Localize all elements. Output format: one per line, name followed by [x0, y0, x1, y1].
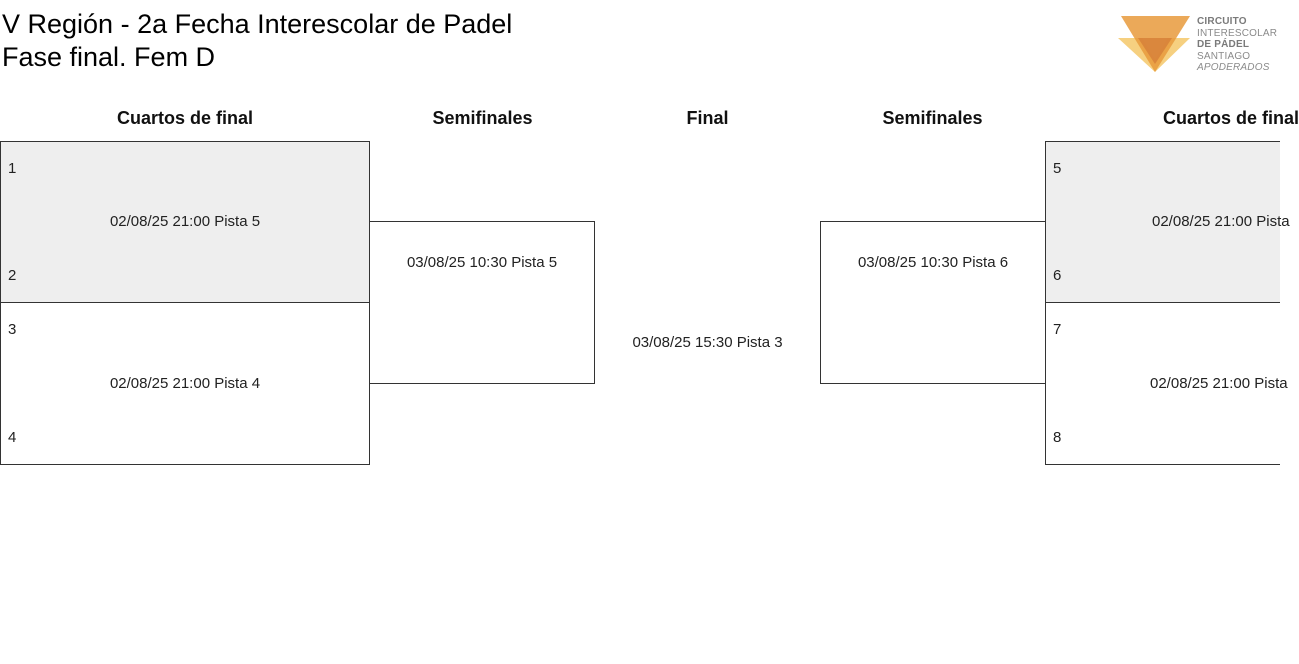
seed-bottom: 6: [1053, 267, 1062, 284]
logo-line-3: DE PÁDEL: [1197, 39, 1250, 50]
left-semifinal-match[interactable]: 03/08/25 10:30 Pista 5: [369, 221, 595, 384]
seed-bottom: 2: [8, 267, 17, 284]
round-title-left-semis: Semifinales: [432, 108, 533, 128]
logo-line-5: APODERADOS: [1197, 62, 1270, 73]
logo-line-2: INTERESCOLAR: [1197, 27, 1278, 39]
round-title-right-quarters: Cuartos de final: [1163, 108, 1299, 128]
match-schedule: 03/08/25 10:30 Pista 5: [406, 254, 558, 271]
circuit-logo: CIRCUITO INTERESCOLAR DE PÁDEL SANTIAGO …: [1118, 14, 1280, 76]
title-line-2: Fase final. Fem D: [2, 42, 216, 72]
seed-top: 7: [1053, 321, 1062, 338]
left-quarterfinal-match-1[interactable]: 1 02/08/25 21:00 Pista 5 2: [0, 141, 370, 303]
seed-bottom: 4: [8, 429, 17, 446]
title-line-1: V Región - 2a Fecha Interescolar de Pade…: [2, 9, 513, 39]
right-semifinal-match[interactable]: 03/08/25 10:30 Pista 6: [820, 221, 1046, 384]
seed-bottom: 8: [1053, 429, 1062, 446]
final-match-schedule[interactable]: 03/08/25 15:30 Pista 3: [632, 334, 783, 351]
seed-top: 5: [1053, 160, 1062, 177]
match-schedule: 02/08/25 21:00 Pista 5: [109, 213, 261, 230]
fox-logo-icon: [1118, 16, 1190, 72]
left-quarterfinal-match-2[interactable]: 3 02/08/25 21:00 Pista 4 4: [0, 302, 370, 465]
match-schedule: 02/08/25 21:00 Pista: [1152, 213, 1290, 230]
round-title-final: Final: [686, 108, 729, 128]
right-quarterfinal-match-2[interactable]: 7 02/08/25 21:00 Pista 8: [1045, 302, 1288, 465]
logo-line-4: SANTIAGO: [1197, 50, 1251, 62]
match-schedule: 02/08/25 21:00 Pista 4: [109, 375, 261, 392]
logo-line-1: CIRCUITO: [1197, 16, 1247, 27]
match-schedule: 02/08/25 21:00 Pista: [1150, 375, 1288, 392]
seed-top: 3: [8, 321, 17, 338]
seed-top: 1: [8, 160, 17, 177]
logo-text: CIRCUITO INTERESCOLAR DE PÁDEL SANTIAGO …: [1197, 16, 1277, 74]
right-quarterfinal-match-1[interactable]: 5 02/08/25 21:00 Pista 6: [1045, 141, 1290, 303]
round-title-right-semis: Semifinales: [882, 108, 983, 128]
match-schedule: 03/08/25 10:30 Pista 6: [857, 254, 1009, 271]
round-title-left-quarters: Cuartos de final: [116, 108, 254, 128]
page-title: V Región - 2a Fecha Interescolar de Pade…: [2, 8, 512, 74]
